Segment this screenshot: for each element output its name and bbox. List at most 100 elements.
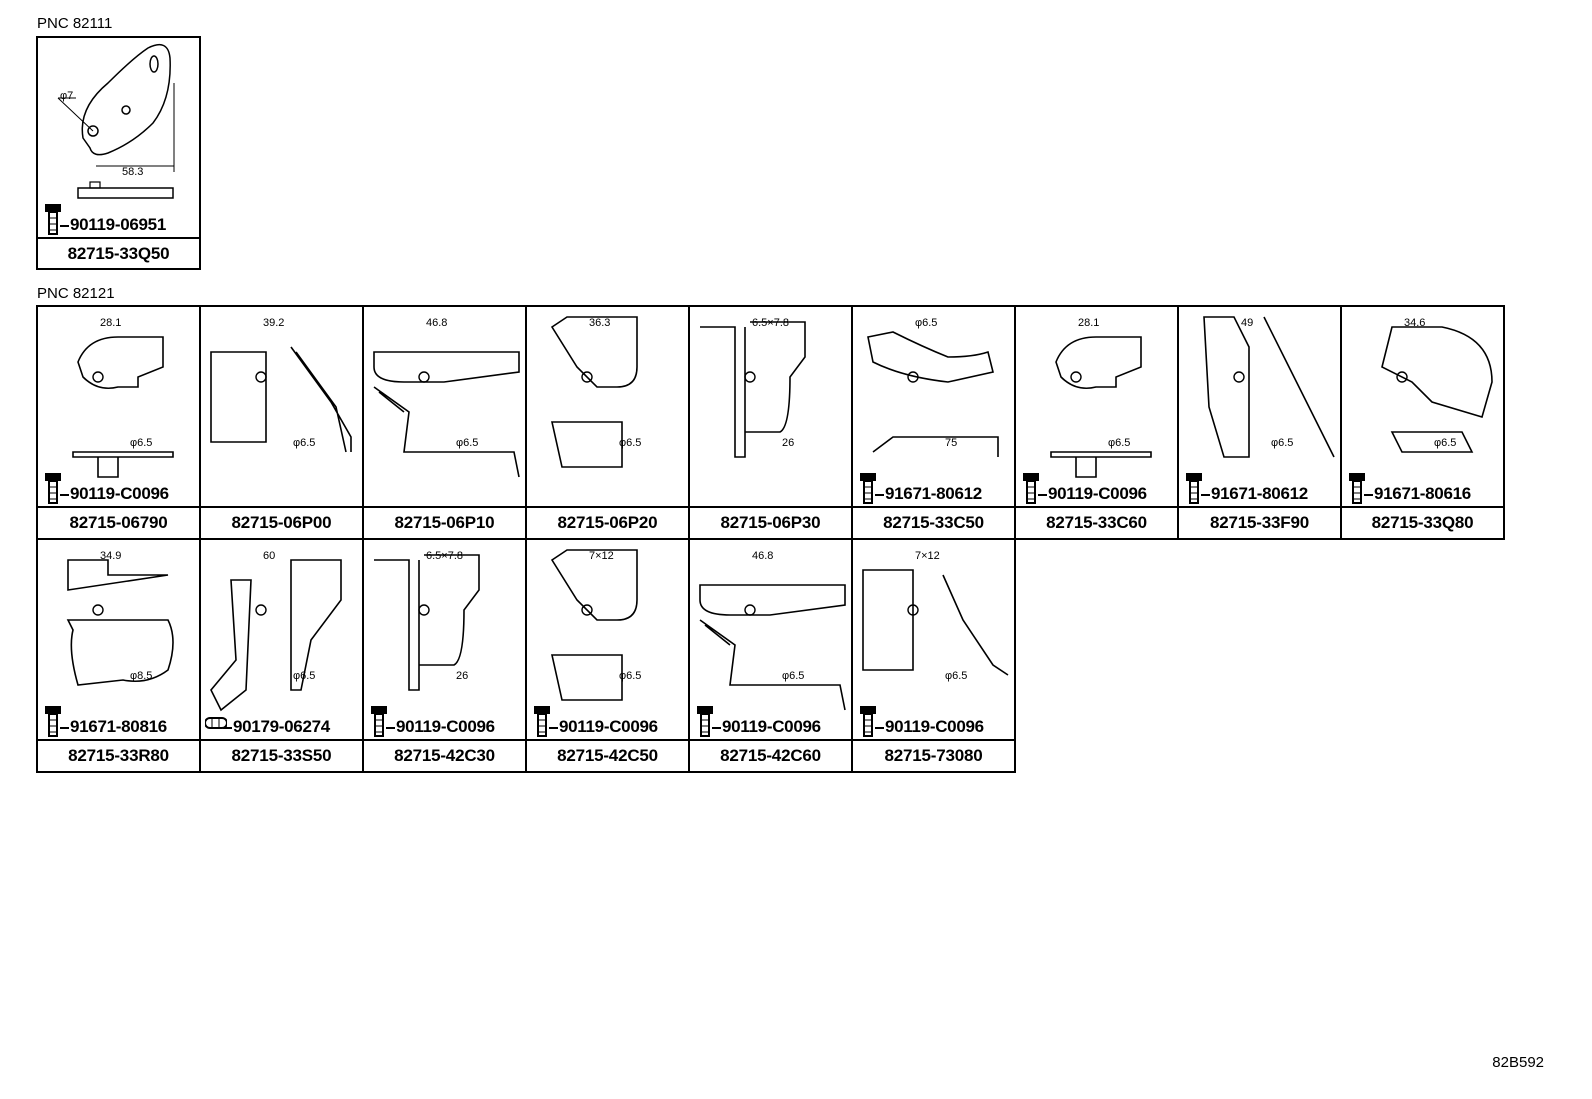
part-number: 82715-33Q80: [1342, 506, 1503, 538]
dim-label-2: φ6.5: [782, 670, 805, 682]
bolt-icon: [697, 706, 713, 737]
fastener-number: 91671-80612: [875, 484, 982, 504]
part-number: 82715-06P30: [690, 506, 851, 538]
part-number: 82715-33S50: [201, 739, 362, 771]
pnc-82111-label: PNC 82111: [37, 15, 113, 32]
bolt-icon: [534, 706, 550, 737]
fastener-number: 90119-C0096: [60, 484, 169, 504]
bolt-icon: [45, 473, 61, 504]
dim-label-2: φ6.5: [130, 437, 153, 449]
dim-label-2: 26: [782, 437, 795, 449]
bracket-drawing: [550, 316, 638, 468]
bracket-drawing: [66, 559, 174, 686]
bracket-drawing: [1050, 336, 1152, 478]
bracket-drawing: [373, 351, 520, 478]
dim-label-2: φ6.5: [1108, 437, 1131, 449]
part-number: 82715-42C50: [527, 739, 688, 771]
dim-label-1: 28.1: [1078, 317, 1100, 329]
bracket-drawing: [374, 554, 480, 691]
part-number: 82715-42C60: [690, 739, 851, 771]
bolt-icon: [45, 706, 61, 737]
fastener-number: 91671-80616: [1364, 484, 1471, 504]
pnc-82121-label: PNC 82121: [37, 285, 115, 302]
dim-label-1: φ6.5: [915, 317, 938, 329]
dim-label-2: φ6.5: [293, 437, 316, 449]
bracket-drawing: [210, 559, 342, 712]
dim-label-2: φ6.5: [293, 670, 316, 682]
dim-label-1: 46.8: [752, 550, 774, 562]
fastener-number: 90119-C0096: [1038, 484, 1147, 504]
part-cell-82715-06p00[interactable]: 39.2 φ6.5 82715-06P00: [199, 305, 364, 540]
dim-label-1: 36.3: [589, 317, 611, 329]
bolt-icon: [1023, 473, 1039, 504]
bolt-icon: [45, 204, 61, 235]
dim-label-1: 34.6: [1404, 317, 1426, 329]
part-cell-82715-33q50[interactable]: φ7 58.3 90119-06951 82715-33Q50: [36, 36, 201, 270]
dim-label-1: 6.5×7.8: [426, 550, 464, 562]
dim-label-1: 34.9: [100, 550, 122, 562]
part-number: 82715-42C30: [364, 739, 525, 771]
part-number: 82715-33C60: [1016, 506, 1177, 538]
bracket-drawing: [1203, 316, 1335, 458]
dim-label-2: φ6.5: [945, 670, 968, 682]
part-number: 82715-33F90: [1179, 506, 1340, 538]
part-number: 82715-73080: [853, 739, 1014, 771]
nut-icon: [205, 717, 227, 729]
bolt-icon: [860, 706, 876, 737]
part-number: 82715-06P00: [201, 506, 362, 538]
dim-label-2: φ6.5: [456, 437, 479, 449]
dim-label-1: 39.2: [263, 317, 285, 329]
dim-label-2: φ6.5: [1434, 437, 1457, 449]
dim-label-1: 28.1: [100, 317, 122, 329]
bracket-drawing: [550, 549, 638, 701]
part-number: 82715-33R80: [38, 739, 199, 771]
fastener-number: 90119-C0096: [875, 717, 984, 737]
fastener-number: 90119-C0096: [386, 717, 495, 737]
part-number: 82715-06790: [38, 506, 199, 538]
dim-length: 58.3: [122, 166, 144, 178]
fastener-number: 90119-C0096: [712, 717, 821, 737]
bracket-drawing: [57, 43, 175, 199]
dim-label-1: 49: [1241, 317, 1254, 329]
dim-label-2: φ8.5: [130, 670, 153, 682]
dim-label-1: 46.8: [426, 317, 448, 329]
dim-label-1: 60: [263, 550, 276, 562]
bolt-icon: [1349, 473, 1365, 504]
part-number: 82715-33Q50: [38, 237, 199, 268]
bolt-icon: [1186, 473, 1202, 504]
dim-diameter: φ7: [60, 90, 74, 102]
bracket-drawing: [862, 569, 1009, 676]
dim-label-1: 6.5×7.8: [752, 317, 790, 329]
fastener-number: 91671-80612: [1201, 484, 1308, 504]
dim-label-2: 75: [945, 437, 958, 449]
dim-label-1: 7×12: [589, 550, 614, 562]
fastener-number: 91671-80816: [60, 717, 167, 737]
part-cell-82715-06p30[interactable]: 6.5×7.8 26 82715-06P30: [688, 305, 853, 540]
bracket-drawing: [210, 346, 352, 453]
dim-label-2: φ6.5: [619, 670, 642, 682]
dim-label-2: 26: [456, 670, 469, 682]
bracket-drawing: [72, 336, 174, 478]
bolt-icon: [371, 706, 387, 737]
part-number: 82715-06P20: [527, 506, 688, 538]
part-number: 82715-33C50: [853, 506, 1014, 538]
fastener-number: 90119-06951: [60, 215, 166, 235]
fastener-number: 90179-06274: [223, 717, 330, 737]
fastener-number: 90119-C0096: [549, 717, 658, 737]
dim-label-1: 7×12: [915, 550, 940, 562]
bracket-drawing: [1381, 326, 1493, 453]
bracket-drawing: [699, 584, 846, 711]
